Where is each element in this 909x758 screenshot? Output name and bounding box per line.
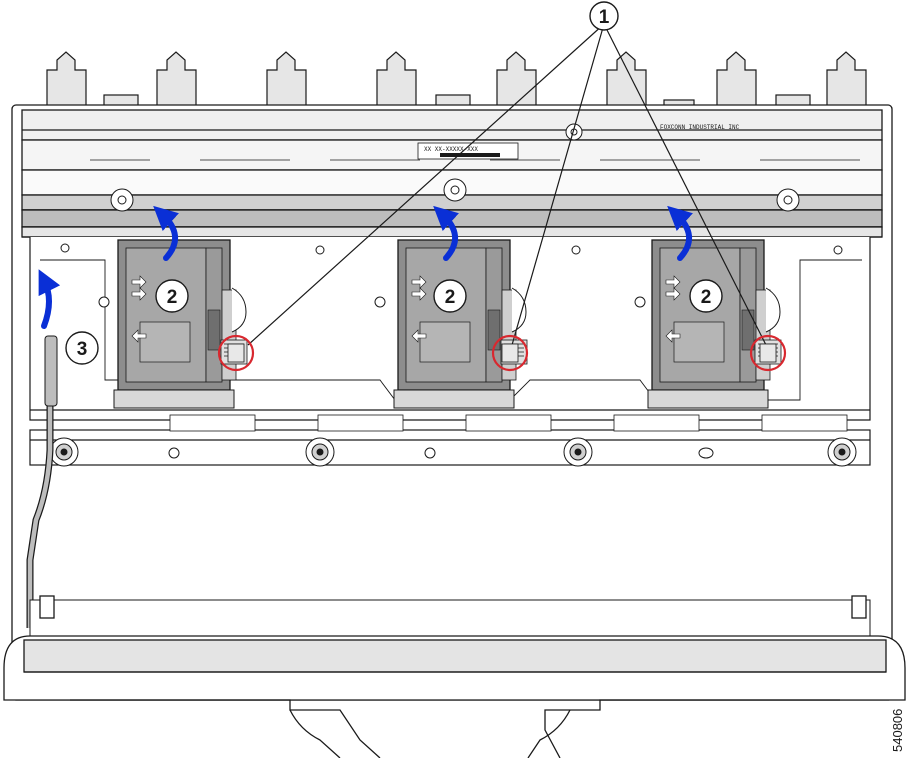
module-side-brackets [231, 287, 781, 333]
latch-highlight-center [491, 334, 529, 372]
label-slots [169, 414, 848, 432]
callout-2-center: 2 [433, 279, 467, 313]
callout-2-left: 2 [155, 279, 189, 313]
latch-highlight-right [749, 334, 787, 372]
callout-2-right-label: 2 [701, 287, 712, 308]
callout-1: 1 [589, 1, 619, 31]
callout-1-label: 1 [599, 7, 610, 28]
callout-3-label: 3 [77, 339, 88, 360]
module-center [393, 239, 528, 409]
frame-screw-bosses [110, 123, 800, 212]
module-right [647, 239, 782, 409]
figure-id: 540806 [890, 709, 905, 752]
callout-1-leaders [247, 23, 767, 346]
tray-screws [49, 243, 857, 467]
arrow-right-module [667, 205, 693, 261]
module-left [113, 239, 248, 409]
callout-2-right: 2 [689, 279, 723, 313]
latch-highlight-left [217, 334, 255, 372]
arrow-left-module [153, 205, 179, 261]
arrow-center-module [433, 205, 459, 261]
board-label-plate: XX XX-XXXXX-XXX [417, 142, 519, 160]
latch-highlights [217, 334, 787, 372]
rotation-arrows [38, 205, 693, 329]
callout-2-left-label: 2 [167, 287, 178, 308]
vendor-label-text: FOXCONN INDUSTRIAL INC [660, 124, 740, 131]
latch-details [227, 343, 777, 363]
callout-3: 3 [65, 331, 99, 365]
pull-cable [26, 335, 58, 628]
callout-2-center-label: 2 [445, 287, 456, 308]
arrow-pull-cable [38, 269, 61, 329]
bottom-bezel [3, 595, 906, 758]
board-label-text: XX XX-XXXXX-XXX [424, 146, 478, 153]
